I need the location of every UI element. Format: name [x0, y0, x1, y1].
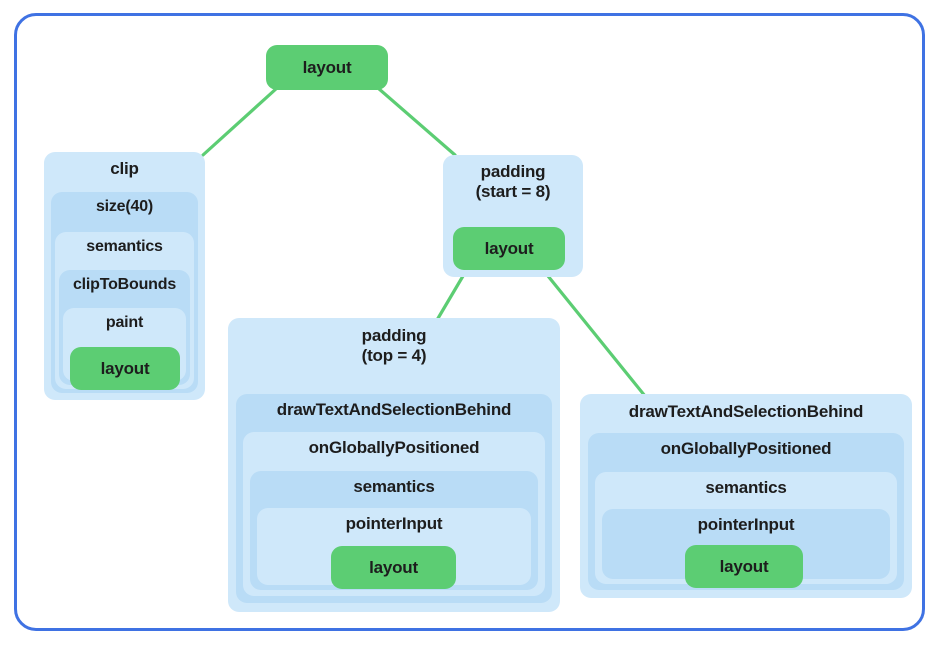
node-center-leaf-layout-label: layout: [369, 557, 418, 577]
node-pointerinput-right-label: pointerInput: [697, 515, 795, 534]
node-drawtext-right-label: drawTextAndSelectionBehind: [628, 402, 864, 421]
node-clip-leaf-layout-label: layout: [100, 358, 150, 378]
node-pointerinput-center-label: pointerInput: [345, 514, 443, 533]
node-semantics-left-label: semantics: [86, 238, 163, 255]
node-paint-label: paint: [105, 314, 144, 331]
node-clip-leaf-layout[interactable]: layout: [70, 347, 180, 390]
node-center-leaf-layout[interactable]: layout: [331, 546, 456, 589]
node-right-leaf-layout-label: layout: [719, 556, 769, 576]
node-right-leaf-layout[interactable]: layout: [685, 545, 803, 588]
node-size40-label: size(40): [95, 198, 154, 215]
node-padding-start-leaf-layout[interactable]: layout: [453, 227, 565, 270]
node-ongloballypositioned-center-label: onGloballyPositioned: [308, 438, 480, 457]
node-clip-label: clip: [110, 159, 139, 178]
node-padding-start-label: padding (start = 8): [475, 162, 551, 201]
node-root-layout-label: layout: [302, 57, 352, 77]
node-cliptobounds-label: clipToBounds: [72, 276, 177, 293]
node-semantics-center-label: semantics: [353, 477, 435, 496]
node-padding-top-label: padding (top = 4): [361, 326, 427, 365]
node-drawtext-center-label: drawTextAndSelectionBehind: [276, 400, 512, 419]
node-root-layout[interactable]: layout: [266, 45, 388, 90]
node-ongloballypositioned-right-label: onGloballyPositioned: [660, 439, 832, 458]
node-semantics-right-label: semantics: [705, 478, 787, 497]
node-padding-start-leaf-layout-label: layout: [484, 238, 534, 258]
